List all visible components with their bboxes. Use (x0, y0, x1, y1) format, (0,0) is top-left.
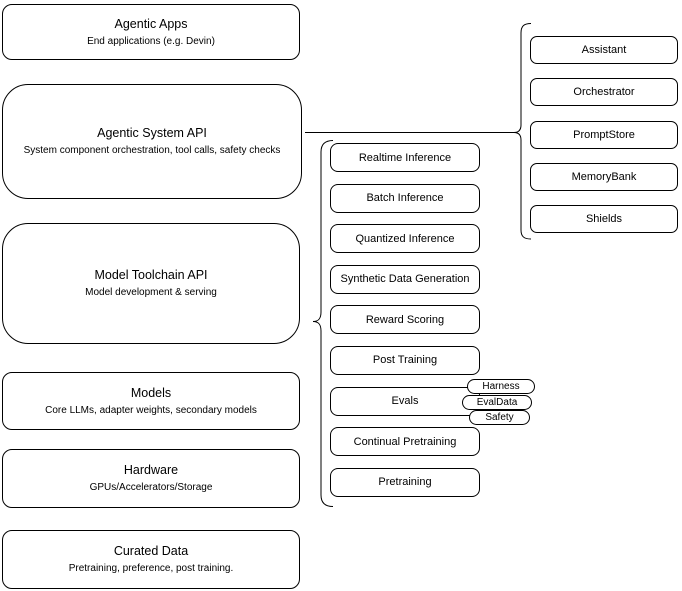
node-quantized-inference: Quantized Inference (330, 224, 480, 254)
node-subtitle: GPUs/Accelerators/Storage (89, 482, 213, 493)
node-curated-data: Curated Data Pretraining, preference, po… (2, 530, 300, 589)
system-components-bracket (513, 23, 532, 240)
node-reward-scoring: Reward Scoring (330, 305, 480, 335)
node-continual-pretraining: Continual Pretraining (330, 427, 480, 457)
node-subtitle: Core LLMs, adapter weights, secondary mo… (45, 404, 257, 416)
node-pretraining: Pretraining (330, 467, 480, 497)
node-subtitle: End applications (e.g. Devin) (87, 35, 215, 47)
system-components-group: Assistant Orchestrator PromptStore Memor… (530, 36, 678, 234)
node-agentic-system-api: Agentic System API System component orch… (2, 84, 302, 199)
node-models: Models Core LLMs, adapter weights, secon… (2, 372, 300, 430)
node-batch-inference: Batch Inference (330, 183, 480, 213)
node-hardware: Hardware GPUs/Accelerators/Storage (2, 449, 300, 508)
node-title: Models (130, 385, 172, 400)
node-subtitle: Pretraining, preference, post training. (68, 563, 234, 574)
node-evals: Evals (330, 386, 480, 416)
node-title: Agentic Apps (114, 16, 188, 31)
tag-safety: Safety (469, 410, 530, 425)
node-title: Model Toolchain API (94, 268, 208, 282)
node-realtime-inference: Realtime Inference (330, 143, 480, 172)
tag-evaldata: EvalData (462, 395, 532, 410)
node-orchestrator: Orchestrator (530, 78, 678, 107)
node-shields: Shields (530, 205, 678, 234)
node-agentic-apps: Agentic Apps End applications (e.g. Devi… (2, 4, 300, 60)
node-title: Hardware (123, 463, 179, 477)
node-assistant: Assistant (530, 36, 678, 64)
node-subtitle: Model development & serving (85, 287, 217, 298)
toolchain-services-group: Realtime Inference Batch Inference Quant… (330, 143, 480, 497)
node-memorybank: MemoryBank (530, 162, 678, 191)
node-post-training: Post Training (330, 345, 480, 375)
node-synthetic-data-generation: Synthetic Data Generation (330, 264, 480, 294)
tag-harness: Harness (467, 379, 535, 394)
node-model-toolchain-api: Model Toolchain API Model development & … (2, 223, 300, 344)
node-promptstore: PromptStore (530, 120, 678, 149)
node-title: Curated Data (113, 544, 189, 558)
node-subtitle: System component orchestration, tool cal… (23, 145, 281, 156)
node-title: Agentic System API (97, 126, 207, 140)
